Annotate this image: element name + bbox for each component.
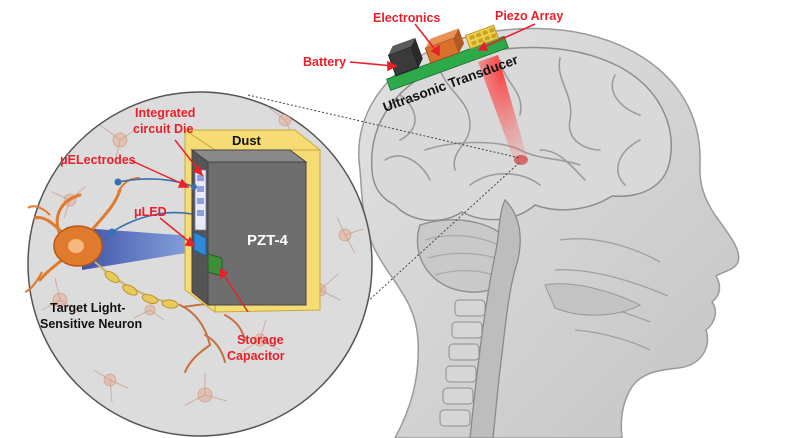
transducer-arrows (349, 23, 536, 72)
label-dust: Dust (232, 133, 262, 148)
vertebrae (439, 299, 486, 427)
beam-focus (514, 155, 528, 165)
uled-block (193, 231, 207, 257)
label-battery: Battery (303, 55, 346, 69)
target-neuron (24, 177, 246, 373)
label-target-neuron-1: Target Light- (50, 301, 125, 315)
tissue-background (41, 105, 364, 406)
label-piezo-array: Piezo Array (495, 9, 563, 23)
circle-callout-arrows (129, 139, 249, 313)
label-uled: μLED (134, 205, 167, 219)
label-electronics: Electronics (373, 11, 440, 25)
head-silhouette (358, 27, 740, 438)
pzt-cube-top (190, 149, 308, 163)
label-uelectrodes: μELectrodes (60, 153, 136, 167)
tongue (544, 283, 642, 316)
label-pzt4: PZT-4 (247, 232, 288, 249)
brainstem (469, 198, 521, 438)
neural-dust-mote (183, 129, 322, 313)
ultrasound-beam (478, 55, 528, 163)
microelectrodes (108, 178, 197, 236)
led-light-beam (82, 228, 192, 270)
label-storage-1: Storage (237, 333, 284, 347)
ultrasonic-transducer (385, 24, 509, 92)
label-target-neuron-2: Sensitive Neuron (40, 317, 142, 331)
label-integrated-circuit-2: circuit Die (133, 122, 193, 136)
label-integrated-circuit-1: Integrated (135, 106, 195, 120)
callout-line-top (247, 94, 521, 159)
piezo-array-block (464, 24, 500, 50)
label-storage-2: Capacitor (227, 349, 285, 363)
